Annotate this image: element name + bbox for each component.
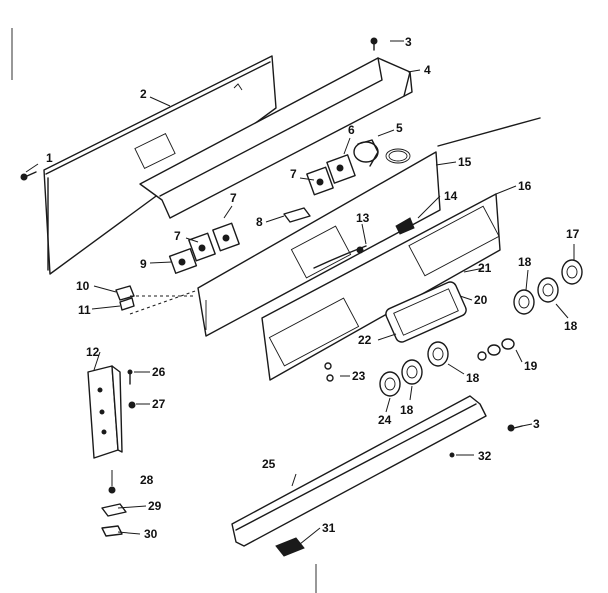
callout-30: 30 — [144, 527, 158, 541]
callout-16: 16 — [518, 179, 532, 193]
part-29-plate — [101, 503, 127, 517]
part-32-screw — [449, 452, 455, 458]
callout-26: 26 — [152, 365, 166, 379]
part-27-washer — [128, 401, 136, 409]
part-6-switch — [326, 154, 356, 184]
callout-19: 19 — [524, 359, 538, 373]
callout-3-top: 3 — [405, 35, 412, 49]
callout-6: 6 — [348, 123, 355, 137]
callout-10: 10 — [76, 279, 90, 293]
part-13-wire — [313, 245, 367, 269]
callout-labels: 1 2 3 3 4 5 6 7 7 7 8 9 10 11 12 13 14 1… — [46, 35, 580, 541]
part-24-knob — [379, 371, 401, 397]
callout-18-b: 18 — [564, 319, 578, 333]
callout-23: 23 — [352, 369, 366, 383]
part-1-screw — [20, 171, 37, 181]
callout-18-c: 18 — [466, 371, 480, 385]
callout-7-upper: 7 — [290, 167, 297, 181]
callout-28: 28 — [140, 473, 154, 487]
part-7-switch-middle — [212, 222, 240, 252]
callout-4: 4 — [424, 63, 431, 77]
part-4-top-bracket — [139, 57, 413, 219]
part-2-back-panel — [43, 55, 277, 275]
callout-3-lower: 3 — [533, 417, 540, 431]
callout-27: 27 — [152, 397, 166, 411]
part-19-inserts — [477, 338, 515, 361]
part-18-knob-c — [427, 341, 449, 367]
part-7-switch-upper — [306, 166, 334, 196]
callout-1: 1 — [46, 151, 53, 165]
callout-32: 32 — [478, 449, 492, 463]
part-12-side-bracket — [87, 365, 123, 459]
part-26-screw — [127, 369, 133, 385]
part-28-screw — [108, 486, 116, 494]
callout-20: 20 — [474, 293, 488, 307]
callout-24: 24 — [378, 413, 392, 427]
part-15-mounting-panel — [129, 151, 441, 337]
part-23-screws — [324, 362, 334, 382]
callout-29: 29 — [148, 499, 162, 513]
callout-7-middle: 7 — [230, 191, 237, 205]
callout-14: 14 — [444, 189, 458, 203]
part-16-front-panel — [261, 193, 501, 381]
part-25-bottom-rail — [231, 395, 487, 547]
callout-17: 17 — [566, 227, 580, 241]
callout-11: 11 — [78, 303, 91, 317]
probe-rod — [437, 117, 541, 147]
part-30-clip — [101, 525, 123, 537]
leader-lines — [25, 40, 575, 545]
part-18-knob-d — [401, 359, 423, 385]
callout-2: 2 — [140, 87, 147, 101]
part-3-screw-top — [370, 37, 378, 51]
part-10-11-clips — [115, 285, 196, 311]
callout-18-a: 18 — [518, 255, 532, 269]
callout-12: 12 — [86, 345, 100, 359]
callout-21: 21 — [478, 261, 492, 275]
callout-8: 8 — [256, 215, 263, 229]
part-7-switch-left — [188, 232, 216, 262]
callout-5: 5 — [396, 121, 403, 135]
callout-25: 25 — [262, 457, 276, 471]
part-3-screw-lower — [507, 424, 523, 432]
callout-15: 15 — [458, 155, 472, 169]
part-17-knob — [561, 259, 583, 285]
callout-31: 31 — [322, 521, 336, 535]
part-8-clip — [283, 207, 311, 223]
part-5-timer — [353, 139, 411, 167]
callout-9: 9 — [140, 257, 147, 271]
part-18-knob-a — [513, 289, 535, 315]
callout-18-d: 18 — [400, 403, 414, 417]
part-9-switch-block — [168, 248, 198, 274]
callout-13: 13 — [356, 211, 370, 225]
part-14-igniter — [395, 217, 415, 235]
callout-22: 22 — [358, 333, 372, 347]
callout-7-left: 7 — [174, 229, 181, 243]
part-31-clip — [275, 537, 305, 557]
part-18-knob-b — [537, 277, 559, 303]
